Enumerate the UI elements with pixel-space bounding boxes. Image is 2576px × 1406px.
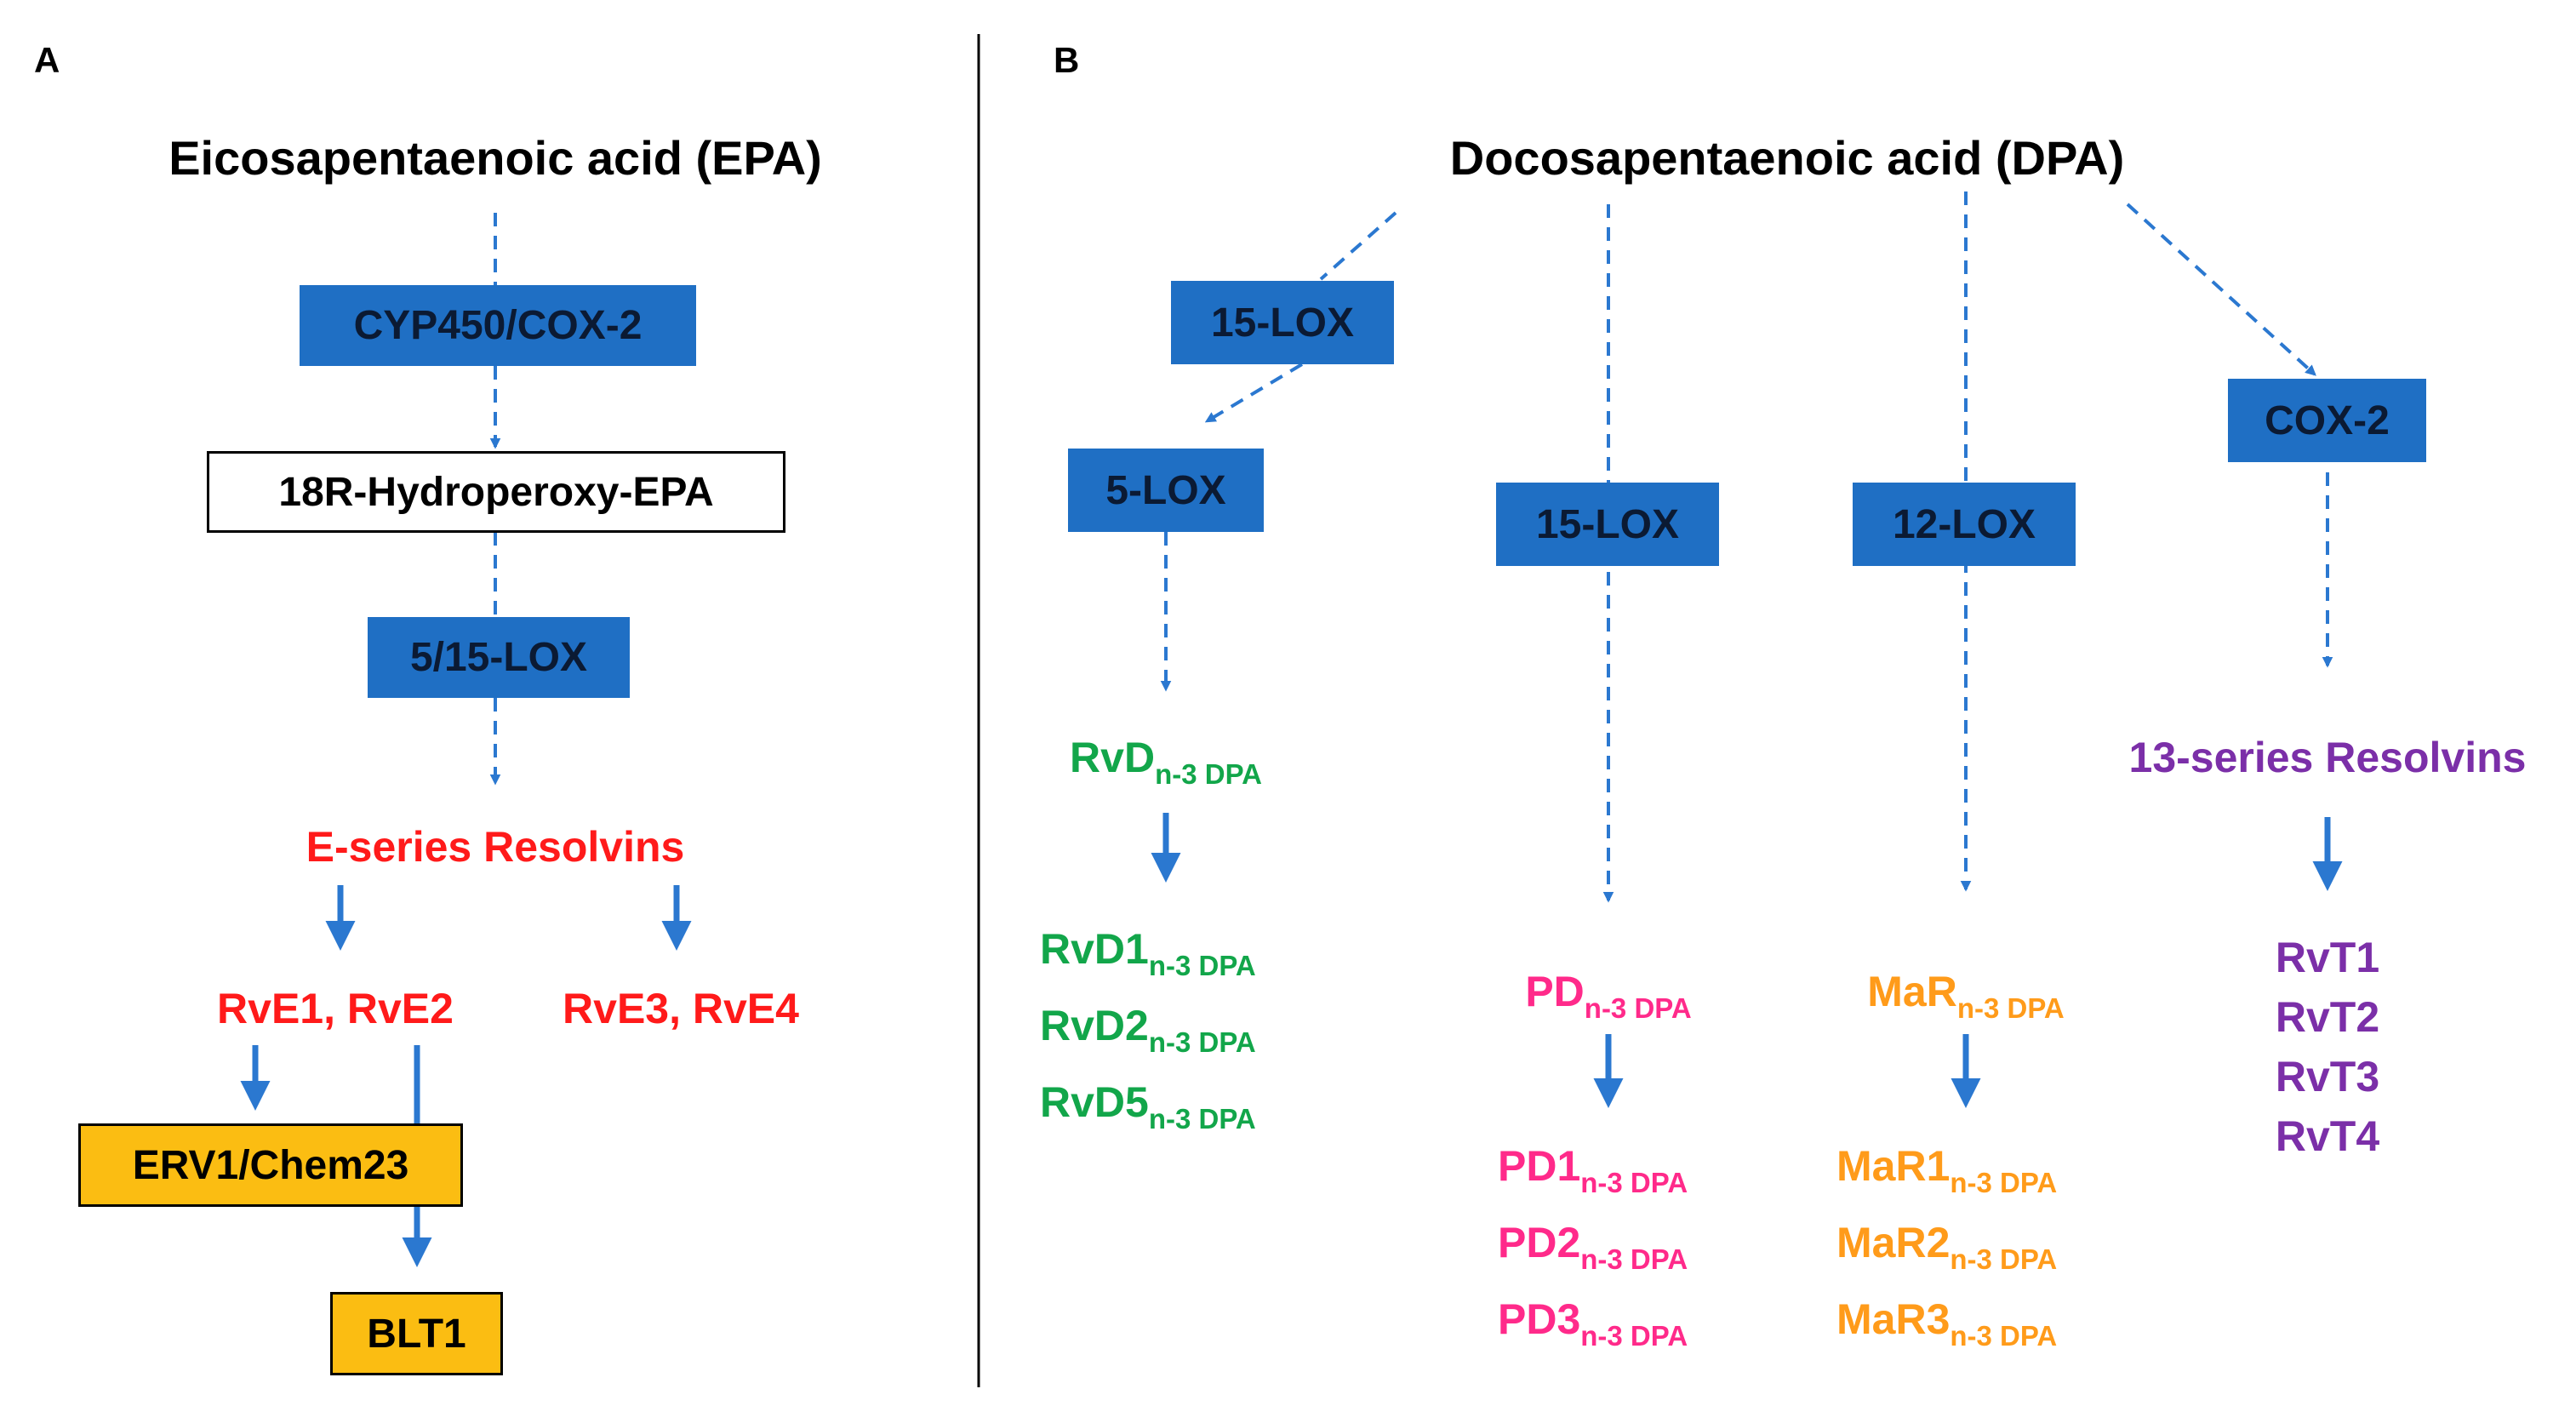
enzyme-box-15-lox-pd: 15-LOX bbox=[1496, 483, 1719, 566]
rvt-product-item: RvT2 bbox=[2275, 993, 2380, 1041]
rvt-product-item: RvT4 bbox=[2275, 1112, 2380, 1160]
panel-a-letter: A bbox=[34, 40, 60, 80]
pd-series-label: PDn-3 DPA bbox=[1525, 968, 1692, 1024]
mar-product-item: MaR2n-3 DPA bbox=[1836, 1219, 2058, 1275]
enzyme-box-5-lox: 5-LOX bbox=[1068, 449, 1264, 532]
pd-product-item: PD2n-3 DPA bbox=[1498, 1219, 1688, 1275]
panel-b-letter: B bbox=[1054, 40, 1080, 80]
rvd-series-label: RvDn-3 DPA bbox=[1070, 734, 1262, 790]
dashed-arrow-dpa-to-cox2 bbox=[2126, 203, 2316, 376]
dashed-arrow-15lox-to-5lox bbox=[1204, 363, 1304, 423]
pd-product-item: PD3n-3 DPA bbox=[1498, 1295, 1688, 1352]
enzyme-box-15-lox-rvd: 15-LOX bbox=[1171, 281, 1394, 364]
receptor-box-erv1-chem23: ERV1/Chem23 bbox=[78, 1123, 463, 1207]
rvd-product-item: RvD5n-3 DPA bbox=[1040, 1078, 1256, 1135]
enzyme-box-cox-2: COX-2 bbox=[2228, 379, 2426, 462]
pd-products-list: PD1n-3 DPA PD2n-3 DPA PD3n-3 DPA bbox=[1498, 1136, 1688, 1366]
intermediate-box-18r-hpepa: 18R-Hydroperoxy-EPA bbox=[207, 451, 785, 533]
enzyme-box-cyp450-cox2: CYP450/COX-2 bbox=[300, 285, 696, 366]
mar-products-list: MaR1n-3 DPA MaR2n-3 DPA MaR3n-3 DPA bbox=[1836, 1136, 2057, 1366]
rvt-product-item: RvT3 bbox=[2275, 1053, 2380, 1100]
rve3-rve4-label: RvE3, RvE4 bbox=[563, 985, 799, 1032]
pd-product-item: PD1n-3 DPA bbox=[1498, 1142, 1688, 1198]
receptor-box-blt1: BLT1 bbox=[330, 1292, 503, 1375]
panel-a-title: Eicosapentaenoic acid (EPA) bbox=[168, 131, 822, 185]
mar-product-item: MaR1n-3 DPA bbox=[1836, 1142, 2058, 1198]
enzyme-box-12-lox: 12-LOX bbox=[1853, 483, 2076, 566]
rvd-product-item: RvD1n-3 DPA bbox=[1040, 925, 1256, 981]
enzyme-box-5-15-lox: 5/15-LOX bbox=[368, 617, 630, 698]
rvt-product-item: RvT1 bbox=[2275, 934, 2380, 981]
mar-series-label: MaRn-3 DPA bbox=[1867, 968, 2065, 1024]
dashed-arrow-dpa-to-15lox bbox=[1319, 211, 1397, 281]
rve1-rve2-label: RvE1, RvE2 bbox=[217, 985, 454, 1032]
mar-product-item: MaR3n-3 DPA bbox=[1836, 1295, 2058, 1352]
rvd-product-item: RvD2n-3 DPA bbox=[1040, 1002, 1256, 1058]
panel-b-title: Docosapentaenoic acid (DPA) bbox=[1449, 131, 2125, 185]
rvd-products-list: RvD1n-3 DPA RvD2n-3 DPA RvD5n-3 DPA bbox=[1040, 919, 1256, 1149]
rvt-products-list: RvT1 RvT2 RvT3 RvT4 bbox=[2276, 928, 2379, 1166]
13-series-resolvins-label: 13-series Resolvins bbox=[2128, 734, 2527, 781]
e-series-resolvins-label: E-series Resolvins bbox=[306, 823, 685, 871]
